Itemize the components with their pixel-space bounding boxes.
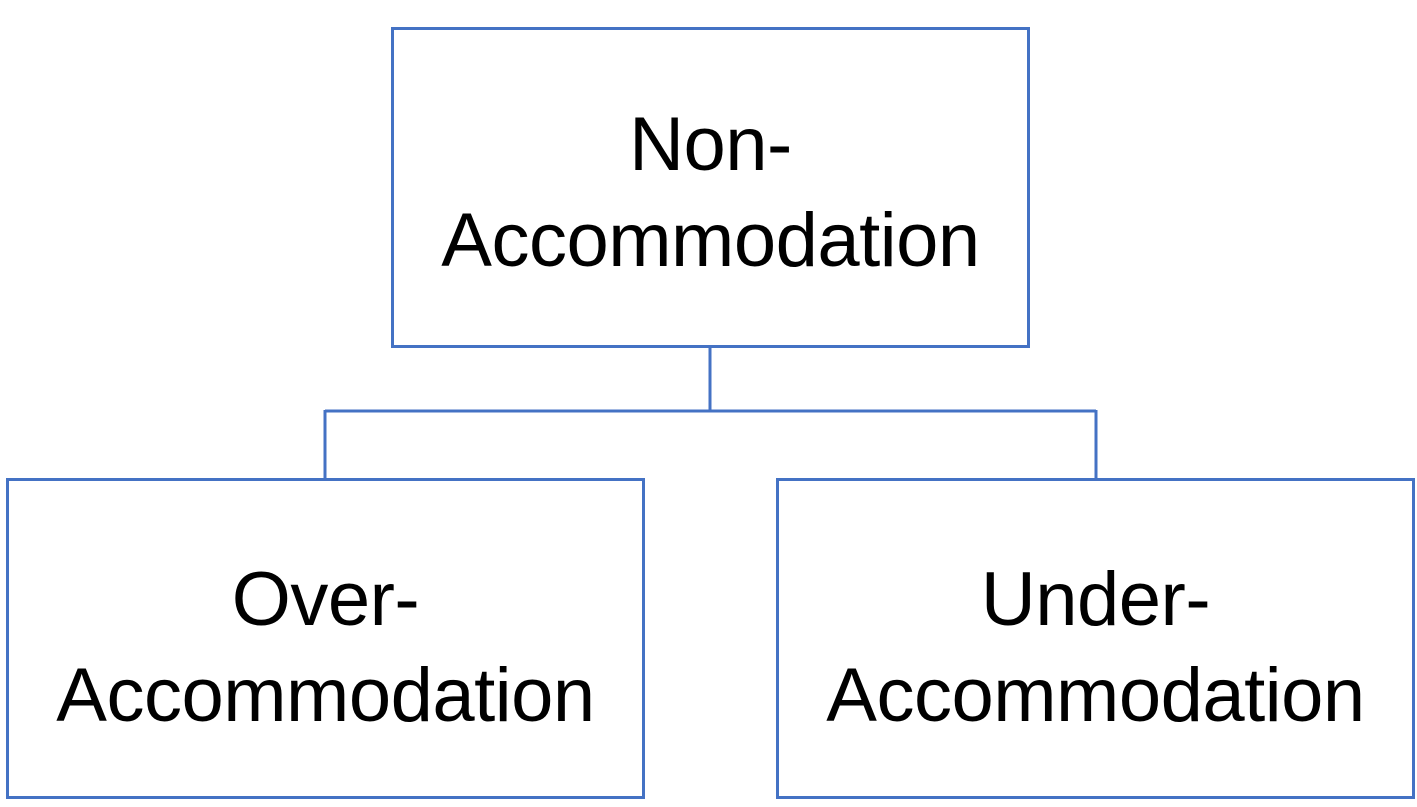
node-over-accommodation: Over- Accommodation [6, 478, 645, 799]
node-non-accommodation: Non- Accommodation [391, 27, 1030, 348]
node-label: Over- Accommodation [56, 534, 595, 744]
node-label: Non- Accommodation [441, 87, 980, 289]
node-label: Under- Accommodation [826, 534, 1365, 744]
node-label-line-2: Accommodation [441, 197, 980, 283]
node-under-accommodation: Under- Accommodation [776, 478, 1415, 799]
node-label-line-2: Accommodation [56, 652, 595, 738]
node-label-line-1: Over- [231, 556, 420, 642]
node-label-line-1: Under- [980, 556, 1211, 642]
node-label-line-1: Non- [629, 101, 792, 187]
node-label-line-2: Accommodation [826, 652, 1365, 738]
